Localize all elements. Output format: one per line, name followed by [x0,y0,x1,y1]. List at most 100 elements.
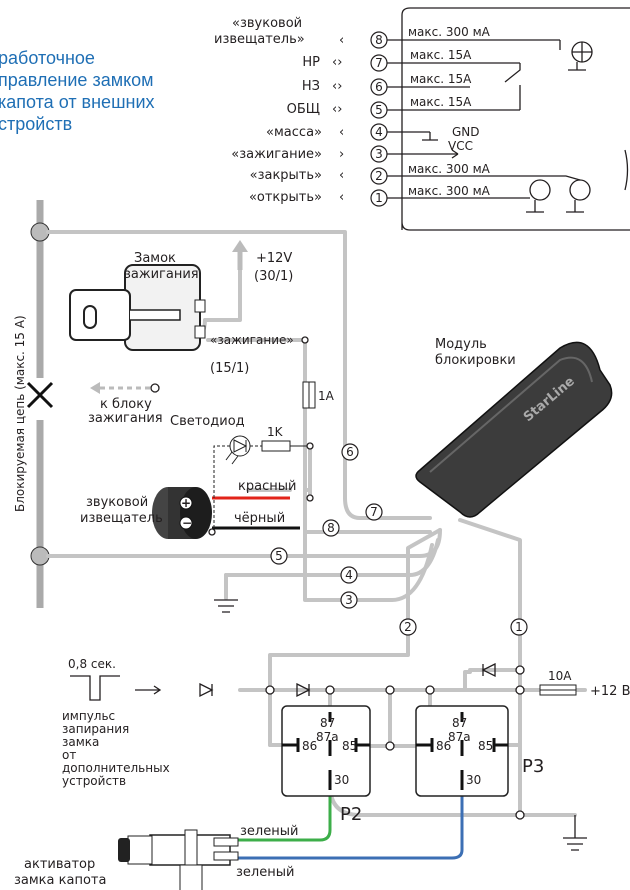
plus12v-label: +12V [256,251,292,266]
pin6-label: НЗ [302,79,320,94]
svg-text:−: − [182,516,192,530]
pin1-label: «открыть» [249,190,322,205]
svg-text:‹: ‹ [339,125,344,140]
pin8-label-line-1: «звуковой [232,16,302,31]
svg-text:устройств: устройств [62,774,126,788]
term15-label: (15/1) [210,361,249,376]
buzzer-label-2: извещатель [80,511,163,526]
svg-text:+: + [181,496,191,510]
ignition-lock-label-2: зажигания [124,267,199,282]
pin1-rating: макс. 300 мА [408,184,491,198]
blocked-circuit: Блокируемая цепь (макс. 15 А) [13,200,54,608]
pin8-rating: макс. 300 мА [408,25,491,39]
pulse-time: 0,8 сек. [68,657,116,671]
black-label: чёрный [234,511,285,526]
svg-text:86: 86 [302,739,317,753]
svg-text:‹›: ‹› [332,102,342,117]
svg-text:›: › [339,147,344,162]
svg-text:‹: ‹ [339,190,344,205]
ignition-wire-label: «зажигание» [210,333,294,347]
green-wire [238,795,332,842]
svg-text:6: 6 [346,445,354,459]
svg-text:87a: 87a [448,730,471,744]
module-label-1: Модуль [435,337,487,352]
diagram-title: работочное правление замком капота от вн… [0,48,155,134]
relay-p3-label: Р3 [522,756,544,777]
ground-icon [214,599,587,851]
svg-text:‹›: ‹› [332,55,342,70]
relay-p3: 87 87a 86 85 30 Р3 [415,705,544,797]
svg-text:87: 87 [320,716,335,730]
fuse-10a: 10A +12 В [539,669,630,699]
pin8-label-line-2: извещатель» [214,32,305,47]
pin7-rating: макс. 15А [410,48,472,62]
actuator-label-2: замка капота [14,873,106,888]
svg-text:7: 7 [370,505,378,519]
svg-text:85: 85 [478,739,493,753]
svg-text:1: 1 [515,620,523,634]
blocked-circuit-label: Блокируемая цепь (макс. 15 А) [13,315,27,512]
title-line-1: работочное [0,48,95,68]
relay-p2-label: Р2 [340,804,362,825]
svg-text:1: 1 [375,191,383,205]
svg-text:30: 30 [466,773,481,787]
actuator-label-1: активатор [24,857,95,872]
to-ignition-block-2: зажигания [88,411,163,426]
green2-label: зеленый [236,865,294,880]
pulse-input: 0,8 сек. импульс запирания замка от допо… [62,657,525,820]
svg-text:86: 86 [436,739,451,753]
resistor-icon [261,440,291,452]
svg-text:5: 5 [275,549,283,563]
svg-text:5: 5 [375,103,383,117]
svg-text:‹›: ‹› [332,79,342,94]
svg-text:8: 8 [375,33,383,47]
svg-text:30: 30 [334,773,349,787]
svg-text:дополнительных: дополнительных [62,761,170,775]
pin3-rating: VCC [448,139,473,153]
blue-wire [238,795,464,860]
pin4-rating: GND [452,125,480,139]
module-label-2: блокировки [435,353,516,368]
svg-text:10A: 10A [548,669,572,683]
pin2-label: «закрыть» [250,168,322,183]
svg-text:1K: 1K [267,425,284,439]
buzzer-label-1: звуковой [86,495,148,510]
wire-number-markers: 6 7 8 5 4 3 2 1 [270,443,528,636]
svg-text:8: 8 [327,521,335,535]
buzzer-icon: + − звуковой извещатель красный чёрный [80,479,314,539]
fuse-1a: 1A [302,381,335,409]
svg-text:3: 3 [345,593,353,607]
svg-text:2: 2 [375,169,383,183]
red-label: красный [238,479,296,494]
hood-actuator-icon: активатор замка капота зеленый зеленый [14,824,298,890]
svg-text:замка: замка [62,735,99,749]
blocking-module: Модуль блокировки StarLine [415,337,613,518]
to-ignition-block-1: к блоку [100,397,152,412]
svg-text:85: 85 [342,739,357,753]
pin7-label: НР [302,55,320,70]
title-line-4: стройств [0,114,72,134]
ignition-lock-label-1: Замок [134,251,176,266]
term30-label: (30/1) [254,269,293,284]
svg-text:‹: ‹ [339,168,344,183]
pin4-label: «масса» [266,125,322,140]
pin5-rating: макс. 15А [410,95,472,109]
svg-text:2: 2 [404,620,412,634]
svg-text:87a: 87a [316,730,339,744]
svg-text:87: 87 [452,716,467,730]
pin3-label: «зажигание» [231,147,322,162]
green-label: зеленый [240,824,298,839]
svg-text:от: от [62,748,76,762]
svg-text:3: 3 [375,147,383,161]
svg-text:импульс: импульс [62,709,115,723]
wires [46,230,587,817]
svg-text:1A: 1A [318,389,335,403]
pin6-rating: макс. 15А [410,72,472,86]
led-label: Светодиод [170,414,245,429]
pinout-box: «звуковой извещатель» НР НЗ ОБЩ «масса» … [214,7,630,231]
svg-text:запирания: запирания [62,722,129,736]
plus12v-b-label: +12 В [590,684,630,699]
relay-p2: 87 87a 86 85 30 Р2 [281,705,371,825]
